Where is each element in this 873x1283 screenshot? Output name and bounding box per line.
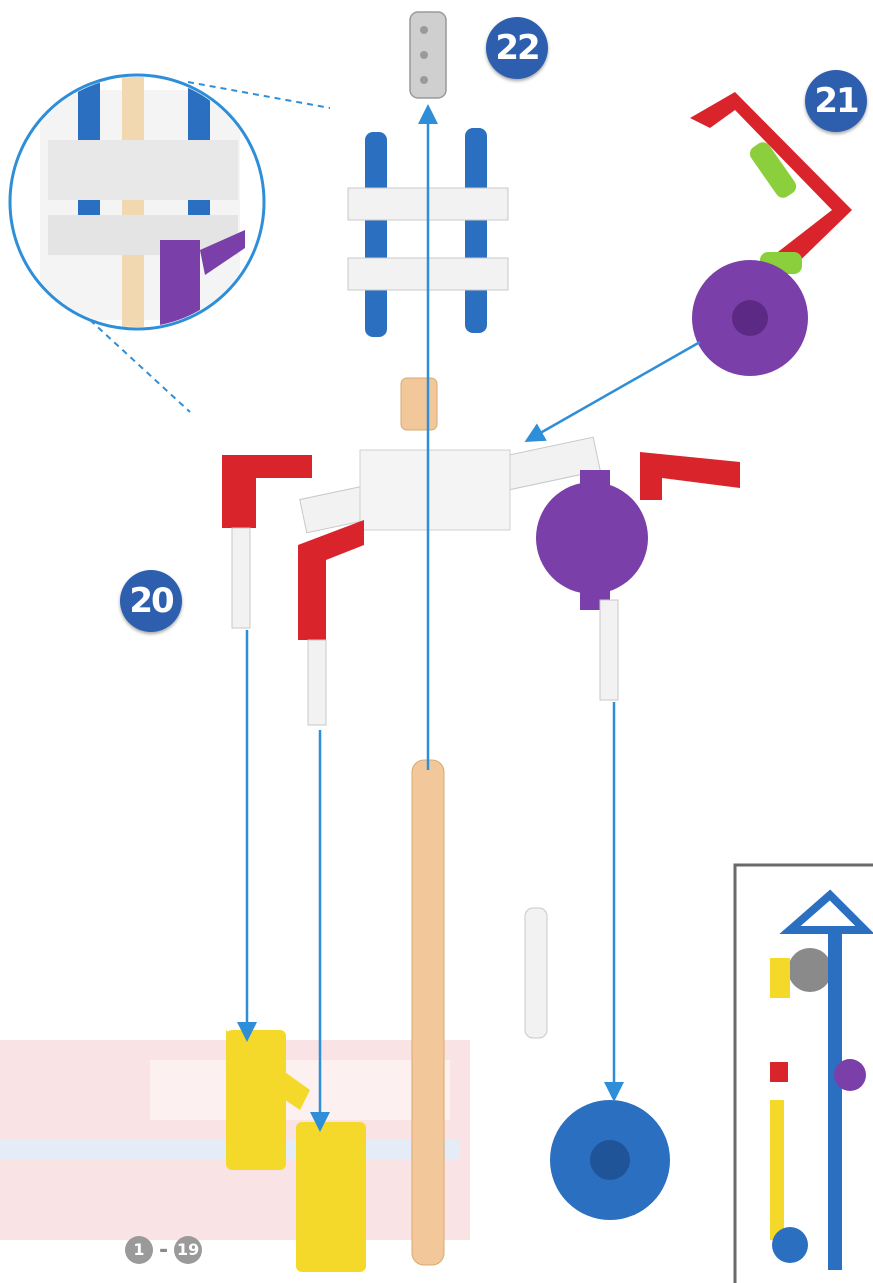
hub-with-corner-arms — [222, 437, 740, 725]
step-badge-a: 20 — [120, 570, 182, 632]
red-purple-corner-assembly — [690, 92, 852, 376]
range-start: 1 — [125, 1236, 153, 1264]
gray-connector-part — [410, 12, 446, 98]
step-badge-b: 21 — [805, 70, 867, 132]
tan-long-rod — [412, 760, 444, 1265]
range-end: 19 — [174, 1236, 202, 1264]
zoom-detail-circle — [10, 70, 330, 412]
arrow-corner-to-hub — [528, 342, 700, 440]
range-separator: - — [159, 1238, 168, 1263]
previous-steps-label: 1 - 19 — [125, 1236, 202, 1264]
white-short-rod — [525, 908, 547, 1038]
blue-snowflake-connector — [550, 1100, 670, 1220]
tan-small-connector — [401, 378, 437, 430]
step-badge-c: 22 — [486, 17, 548, 79]
completed-model-inset — [735, 865, 873, 1283]
